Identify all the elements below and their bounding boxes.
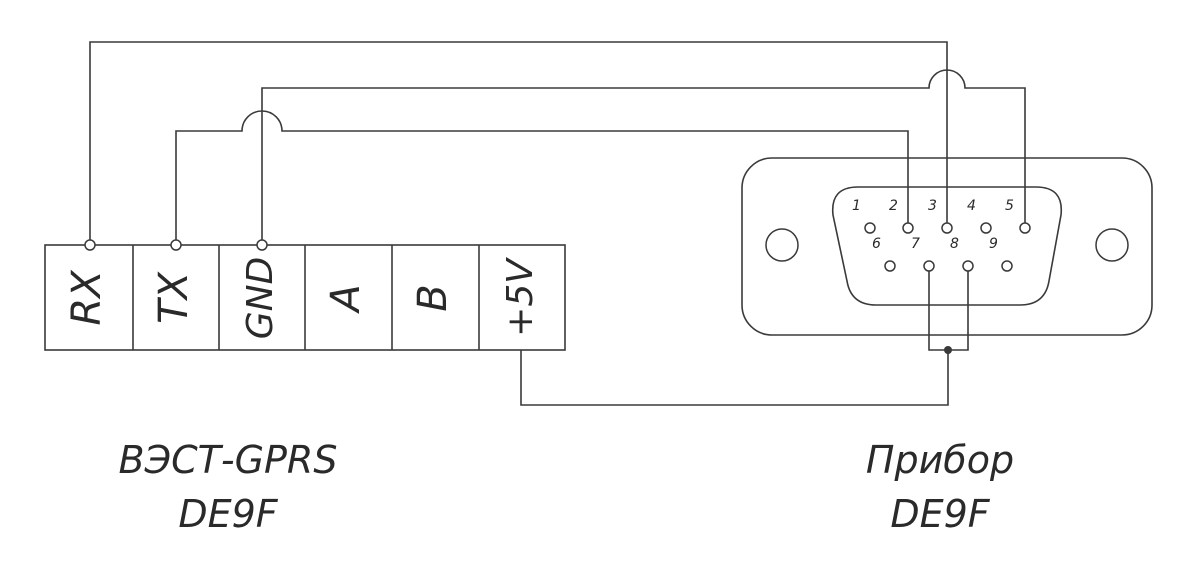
pin-number-8: 8 — [950, 236, 959, 252]
connector-pin-2 — [902, 222, 914, 234]
wire-gnd — [261, 69, 1026, 242]
terminal-label-plus5v: +5V — [500, 257, 541, 337]
caption-right-line2: DE9F — [890, 492, 990, 536]
pin-number-2: 2 — [889, 198, 898, 214]
terminal-label-rx: RX — [64, 269, 110, 326]
caption-left-line1: ВЭСТ-GPRS — [119, 438, 338, 482]
connector-pin-4 — [980, 222, 992, 234]
terminal-label-tx: TX — [151, 270, 197, 323]
connector-pin-8 — [962, 260, 974, 272]
caption-right-line1: Прибор — [866, 438, 1014, 482]
connector-pin-3 — [941, 222, 953, 234]
terminal-label-gnd: GND — [240, 257, 281, 340]
pin-number-4: 4 — [967, 198, 976, 214]
terminal-label-b: B — [410, 284, 456, 311]
pin-number-1: 1 — [852, 198, 861, 214]
terminal-label-a: A — [323, 284, 369, 314]
terminal-pin-gnd — [256, 239, 268, 251]
connector-pin-9 — [1001, 260, 1013, 272]
pin-number-9: 9 — [989, 236, 998, 252]
wire-plus5v — [520, 350, 949, 406]
pin-number-6: 6 — [872, 236, 881, 252]
terminal-block: RX TX GND A B +5V — [44, 239, 566, 351]
wire-tx — [175, 110, 909, 242]
connector-pin-5 — [1019, 222, 1031, 234]
junction-dot — [944, 346, 952, 354]
de9-connector: 1 2 3 4 5 6 7 8 9 — [741, 157, 1153, 336]
pin-number-3: 3 — [928, 198, 937, 214]
wire-rx — [89, 41, 948, 242]
wire-pin7-8-bridge — [928, 267, 969, 351]
terminal-pin-rx — [84, 239, 96, 251]
caption-left-line2: DE9F — [178, 492, 278, 536]
terminal-pin-tx — [170, 239, 182, 251]
connector-pin-1 — [864, 222, 876, 234]
connector-pin-7 — [923, 260, 935, 272]
mounting-hole-right — [1095, 228, 1129, 262]
connector-pin-6 — [884, 260, 896, 272]
pin-number-7: 7 — [911, 236, 920, 252]
pin-number-5: 5 — [1005, 198, 1014, 214]
connector-shell — [831, 186, 1063, 306]
mounting-hole-left — [765, 228, 799, 262]
